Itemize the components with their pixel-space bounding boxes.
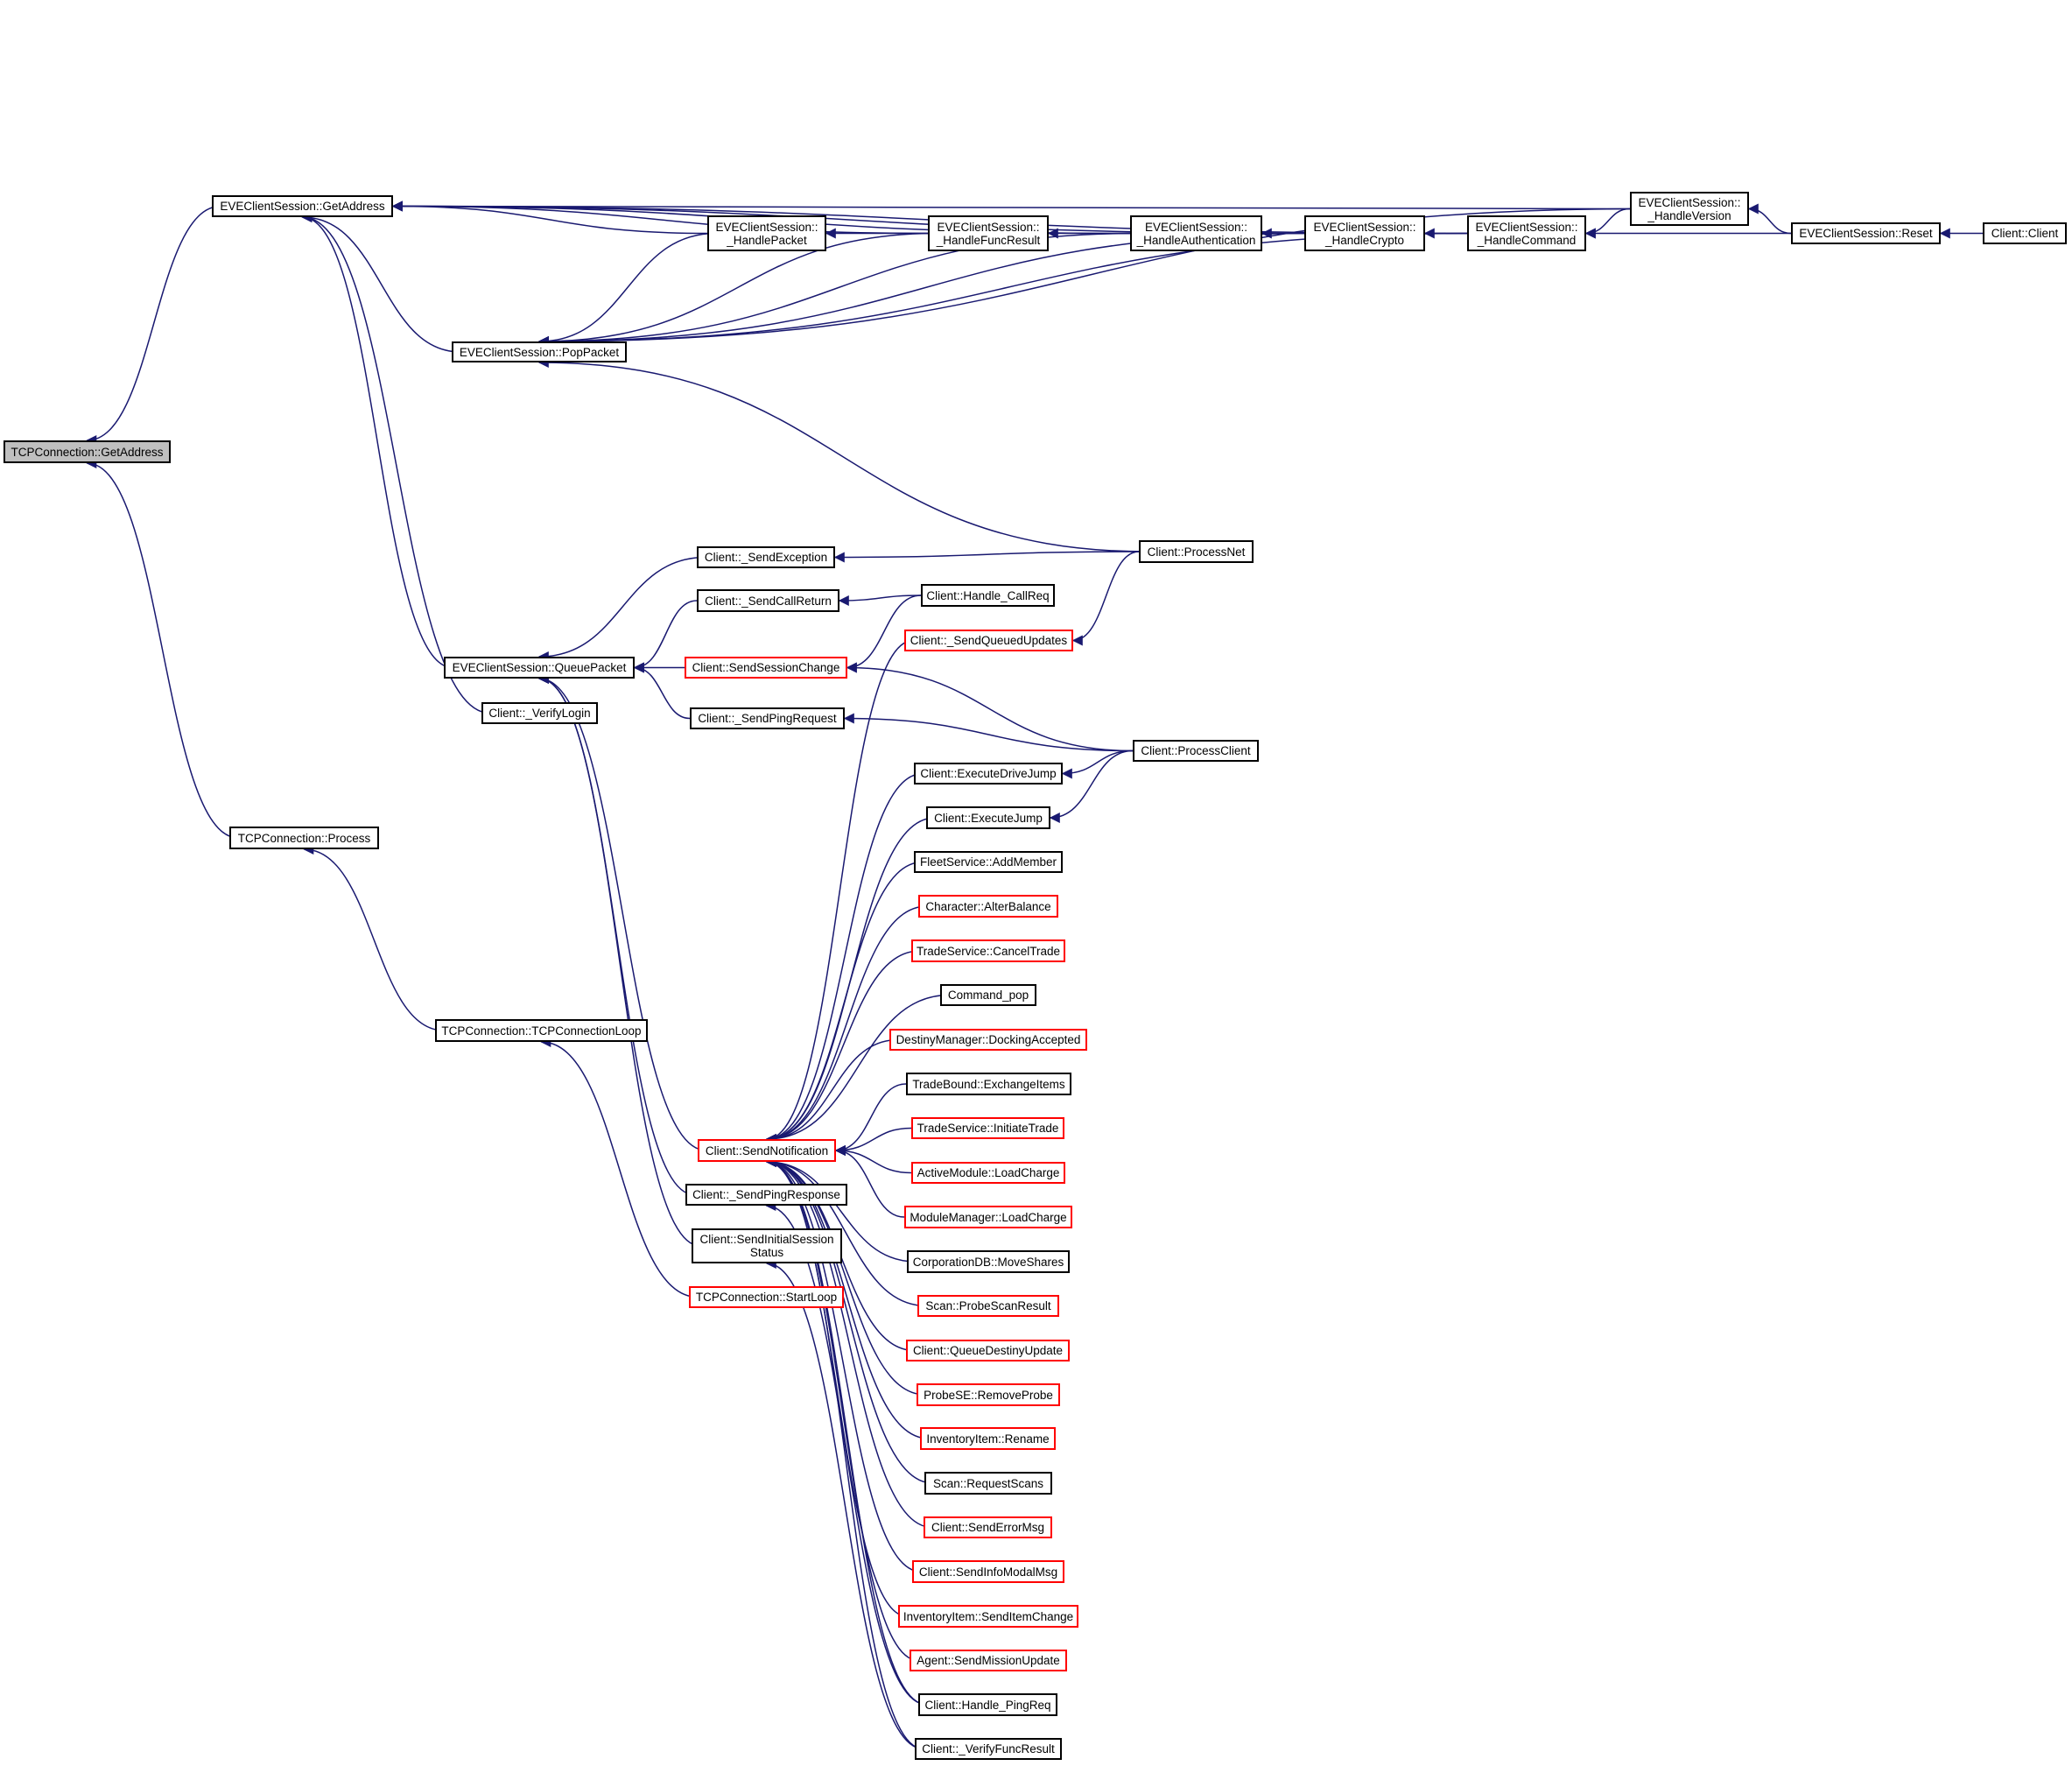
node-client-verifyfuncresult[interactable]: Client::_VerifyFuncResult <box>915 1738 1062 1760</box>
node-client-executedrivejump[interactable]: Client::ExecuteDriveJump <box>914 763 1063 784</box>
edge-n3-to-n10 <box>537 232 938 347</box>
node-scan-requestscans[interactable]: Scan::RequestScans <box>924 1472 1052 1495</box>
edge-n34-to-n23 <box>834 1083 907 1156</box>
node-probese-removeprobe[interactable]: ProbeSE::RemoveProbe <box>917 1383 1060 1406</box>
edge-n11-to-n10 <box>537 357 1148 552</box>
node-tradeservice-initiatetrade[interactable]: TradeService::InitiateTrade <box>911 1117 1064 1139</box>
edge-n7-to-n10 <box>537 208 1640 347</box>
node-client-processclient[interactable]: Client::ProcessClient <box>1133 740 1259 762</box>
node-client-processnet[interactable]: Client::ProcessNet <box>1139 540 1254 563</box>
node-eveclientsession-handleversion[interactable]: EVEClientSession:: _HandleVersion <box>1630 192 1749 226</box>
node-eveclientsession-poppacket[interactable]: EVEClientSession::PopPacket <box>452 341 627 362</box>
edge-n25-to-n12 <box>537 673 701 1247</box>
node-eveclientsession-handlefuncresult[interactable]: EVEClientSession:: _HandleFuncResult <box>928 215 1049 251</box>
edge-n11-to-n13 <box>833 551 1140 563</box>
edge-n30-to-n23 <box>765 905 928 1144</box>
edge-n35-to-n23 <box>834 1127 912 1156</box>
edge-n14-to-n12 <box>633 600 698 673</box>
node-tradebound-exchangeitems[interactable]: TradeBound::ExchangeItems <box>906 1073 1071 1095</box>
node-client-sendnotification[interactable]: Client::SendNotification <box>698 1139 836 1162</box>
node-client-sendpingrequest[interactable]: Client::_SendPingRequest <box>690 707 845 729</box>
edge-n31-to-n23 <box>765 950 921 1144</box>
node-inventoryitem-senditemchange[interactable]: InventoryItem::SendItemChange <box>898 1605 1078 1628</box>
edge-n26-to-n22 <box>540 1037 699 1298</box>
edge-n7-to-n1 <box>391 201 1631 212</box>
node-scan-probescanresult[interactable]: Scan::ProbeScanResult <box>917 1295 1059 1317</box>
node-tcpconnection-getaddress: TCPConnection::GetAddress <box>4 440 171 463</box>
node-corporationdb-moveshares[interactable]: CorporationDB::MoveShares <box>907 1250 1070 1273</box>
edge-n4-to-n10 <box>537 232 1140 347</box>
edge-n6-to-n10 <box>537 232 1477 347</box>
node-client-sendcallreturn[interactable]: Client::_SendCallReturn <box>697 589 839 612</box>
edge-n11-to-n16 <box>1071 551 1140 646</box>
node-commandpop[interactable]: Command_pop <box>940 984 1036 1006</box>
node-agent-sendmissionupdate[interactable]: Agent::SendMissionUpdate <box>910 1650 1067 1671</box>
node-character-alterbalance[interactable]: Character::AlterBalance <box>918 895 1058 918</box>
node-fleetservice-addmember[interactable]: FleetService::AddMember <box>914 851 1063 873</box>
edge-n29-to-n23 <box>765 861 924 1144</box>
edge-n32-to-n23 <box>765 994 950 1144</box>
node-eveclientsession-handlecommand[interactable]: EVEClientSession:: _HandleCommand <box>1467 215 1586 251</box>
node-tcpconnection-process[interactable]: TCPConnection::Process <box>229 827 379 849</box>
node-client-client[interactable]: Client::Client <box>1983 222 2067 244</box>
edge-n2-to-n10 <box>537 232 717 347</box>
edge-n33-to-n23 <box>765 1038 899 1144</box>
node-eveclientsession-handlepacket[interactable]: EVEClientSession:: _HandlePacket <box>707 215 826 251</box>
node-client-sendqueuedupdates[interactable]: Client::_SendQueuedUpdates <box>904 630 1073 651</box>
node-eveclientsession-getaddress[interactable]: EVEClientSession::GetAddress <box>212 195 393 217</box>
edge-n15-to-n14 <box>838 595 922 606</box>
node-eveclientsession-reset[interactable]: EVEClientSession::Reset <box>1791 222 1941 244</box>
node-client-sendsessionchange[interactable]: Client::SendSessionChange <box>685 657 847 679</box>
edge-n16-to-n23 <box>765 639 914 1144</box>
node-eveclientsession-handlecrypto[interactable]: EVEClientSession:: _HandleCrypto <box>1304 215 1425 251</box>
node-tcpconnection-tcpconnectionloop[interactable]: TCPConnection::TCPConnectionLoop <box>435 1019 648 1042</box>
node-eveclientsession-handleauthentication[interactable]: EVEClientSession:: _HandleAuthentication <box>1130 215 1262 251</box>
edge-n38-to-n23 <box>765 1157 917 1263</box>
edge-n1-to-n0 <box>86 205 221 446</box>
node-eveclientsession-queuepacket[interactable]: EVEClientSession::QueuePacket <box>444 657 635 679</box>
edge-n36-to-n23 <box>834 1145 912 1174</box>
edge-n22-to-n21 <box>303 844 445 1031</box>
edge-n21-to-n0 <box>86 458 239 839</box>
edge-n15-to-n17 <box>846 595 922 673</box>
node-client-handlecallreq[interactable]: Client::Handle_CallReq <box>921 584 1055 607</box>
node-tcpconnection-startloop[interactable]: TCPConnection::StartLoop <box>689 1286 844 1308</box>
node-client-executejump[interactable]: Client::ExecuteJump <box>926 806 1050 829</box>
edge-n2-to-n1 <box>391 201 708 235</box>
edge-n10-to-n1 <box>301 212 461 353</box>
node-client-sendexception[interactable]: Client::_SendException <box>697 546 835 568</box>
edge-n19-to-n17 <box>846 662 1134 752</box>
edge-n37-to-n23 <box>834 1145 905 1218</box>
node-inventoryitem-rename[interactable]: InventoryItem::Rename <box>920 1427 1056 1450</box>
node-modulemanager-loadcharge[interactable]: ModuleManager::LoadCharge <box>904 1206 1072 1228</box>
edge-n39-to-n23 <box>765 1157 927 1307</box>
edge-n13-to-n12 <box>537 556 706 662</box>
node-client-sendpingresponse[interactable]: Client::_SendPingResponse <box>685 1184 847 1206</box>
node-client-verifylogin[interactable]: Client::_VerifyLogin <box>481 702 598 724</box>
edge-n41-to-n23 <box>765 1157 926 1396</box>
edge-n19-to-n27 <box>1061 749 1134 779</box>
edge-n44-to-n23 <box>765 1157 933 1529</box>
edge-n43-to-n23 <box>765 1157 934 1484</box>
node-destinymanager-dockingaccepted[interactable]: DestinyManager::DockingAccepted <box>889 1029 1087 1051</box>
edge-n49-to-n25 <box>765 1258 924 1750</box>
node-client-sendinitialsessionstatus[interactable]: Client::SendInitialSession Status <box>692 1228 842 1263</box>
node-client-queuedestinyupdate[interactable]: Client::QueueDestinyUpdate <box>906 1340 1070 1361</box>
edge-n20-to-n1 <box>301 212 491 714</box>
node-client-handlepingreq[interactable]: Client::Handle_PingReq <box>918 1693 1057 1716</box>
node-client-sendinfomodalmsg[interactable]: Client::SendInfoModalMsg <box>912 1560 1064 1583</box>
edge-n42-to-n23 <box>765 1157 930 1439</box>
node-activemodule-loadcharge[interactable]: ActiveModule::LoadCharge <box>911 1162 1065 1184</box>
edge-n19-to-n28 <box>1049 749 1134 823</box>
edge-n12-to-n1 <box>301 212 453 669</box>
edge-n8-to-n7 <box>1747 203 1792 235</box>
node-client-senderrormsg[interactable]: Client::SendErrorMsg <box>924 1516 1052 1538</box>
node-tradeservice-canceltrade[interactable]: TradeService::CancelTrade <box>911 939 1065 962</box>
edge-n23-to-n12 <box>537 673 707 1151</box>
edge-n19-to-n18 <box>843 713 1134 752</box>
edge-n7-to-n6 <box>1584 208 1631 239</box>
edge-n18-to-n12 <box>633 662 691 720</box>
edge-n27-to-n23 <box>765 772 924 1144</box>
